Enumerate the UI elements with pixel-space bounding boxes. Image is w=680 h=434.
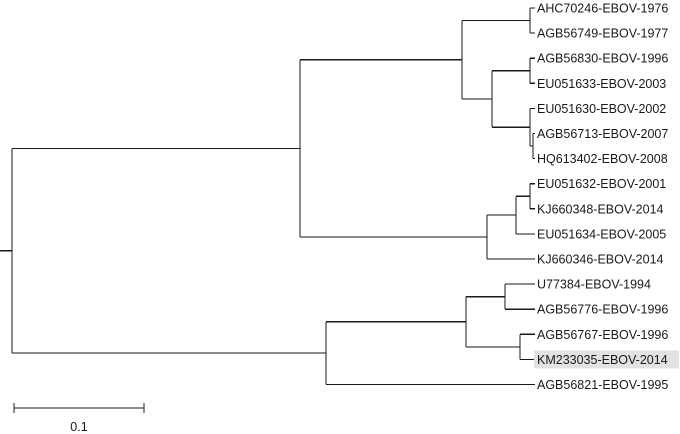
- leaf-label: AGB56776-EBOV-1996: [537, 303, 668, 317]
- leaf-label: AGB56767-EBOV-1996: [537, 328, 668, 342]
- leaf-label: AGB56830-EBOV-1996: [537, 52, 668, 66]
- leaf-label: AGB56821-EBOV-1995: [537, 378, 668, 392]
- leaf-label: EU051632-EBOV-2001: [537, 177, 666, 191]
- leaf-label: AGB56749-EBOV-1977: [537, 27, 668, 41]
- leaf-label: AGB56713-EBOV-2007: [537, 127, 668, 141]
- leaf-label: U77384-EBOV-1994: [537, 278, 651, 292]
- scale-bar-label: 0.1: [70, 420, 87, 434]
- leaf-label: AHC70246-EBOV-1976: [537, 2, 668, 16]
- leaf-label: EU051633-EBOV-2003: [537, 77, 666, 91]
- leaf-label: EU051634-EBOV-2005: [537, 227, 666, 241]
- leaf-label: KM233035-EBOV-2014: [537, 353, 668, 367]
- leaf-label: HQ613402-EBOV-2008: [537, 152, 668, 166]
- leaf-label: EU051630-EBOV-2002: [537, 102, 666, 116]
- leaf-label: KJ660346-EBOV-2014: [537, 253, 664, 267]
- leaf-label: KJ660348-EBOV-2014: [537, 202, 664, 216]
- leaf-highlight: [534, 350, 679, 369]
